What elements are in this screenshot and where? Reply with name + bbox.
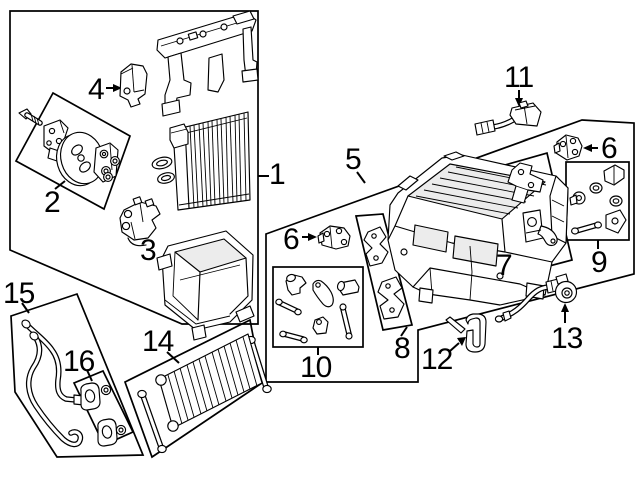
grommets-16: [80, 382, 127, 447]
lower-housing-tray: [156, 230, 255, 341]
callout-7[interactable]: 7: [496, 249, 513, 282]
callout-15[interactable]: 15: [3, 277, 35, 310]
box-group-8: [354, 213, 414, 331]
callout-2[interactable]: 2: [44, 186, 61, 219]
bracket-8b: [377, 276, 405, 320]
box-group-2: [14, 91, 132, 211]
water-hose-13: [494, 273, 578, 323]
box-group-16: [72, 369, 135, 447]
fittings-10: [275, 273, 360, 344]
callout-8[interactable]: 8: [394, 332, 411, 365]
bracket-7b: [522, 209, 558, 247]
callout-12[interactable]: 12: [421, 343, 453, 376]
callout-13[interactable]: 13: [551, 322, 583, 355]
actuator-right: [553, 134, 583, 161]
callout-5[interactable]: 5: [345, 143, 362, 176]
compressor-clutch-parts: [18, 108, 120, 187]
wiring-harness-11: [474, 100, 542, 136]
callout-11[interactable]: 11: [504, 61, 534, 94]
callout-9[interactable]: 9: [591, 246, 608, 279]
mount-bracket-4: [119, 63, 148, 108]
actuator-left: [317, 225, 351, 250]
callout-16[interactable]: 16: [63, 345, 95, 378]
box-group-15: [10, 292, 145, 458]
heater-core: [137, 333, 272, 454]
expansion-valve: [119, 196, 161, 247]
callout-4[interactable]: 4: [88, 73, 105, 106]
bracket-7a: [507, 162, 544, 204]
callout-10[interactable]: 10: [300, 351, 332, 384]
small-parts-9: [569, 164, 627, 235]
bracket-8a: [363, 226, 389, 267]
evaporator-orings: [151, 156, 175, 184]
callout-14[interactable]: 14: [142, 325, 174, 358]
callout-6b[interactable]: 6: [601, 132, 618, 165]
evaporator-core: [169, 111, 251, 211]
callout-1[interactable]: 1: [269, 158, 286, 191]
callout-3[interactable]: 3: [140, 234, 157, 267]
retainer-clip-12: [445, 313, 487, 353]
callout-6a[interactable]: 6: [283, 223, 300, 256]
cowl-bracket-assembly: [156, 10, 259, 117]
